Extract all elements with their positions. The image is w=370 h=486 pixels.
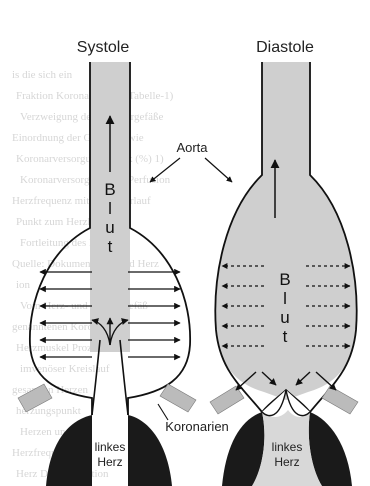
background-text-line: Quelle: Dokumentation und Herz xyxy=(12,258,159,270)
systole-blut-l: l xyxy=(108,199,112,218)
diastole-blood-fill xyxy=(215,62,356,400)
diastole-blut-u: u xyxy=(280,308,289,327)
diastole-blut-l: l xyxy=(283,289,287,308)
koronarien-pointer-left xyxy=(158,404,168,420)
diastole-heart-label-2: Herz xyxy=(274,455,299,469)
diastole-blut-t: t xyxy=(283,327,288,346)
koronarien-label: Koronarien xyxy=(165,419,229,434)
diastole-blut-b: B xyxy=(279,270,290,289)
diastole-heart-label-1: linkes xyxy=(272,440,303,454)
diastole-coronary-right xyxy=(322,386,358,414)
systole-blut-b: B xyxy=(104,180,115,199)
systole-heart-label-2: Herz xyxy=(97,455,122,469)
background-text-line: ion xyxy=(16,279,31,291)
aorta-label: Aorta xyxy=(176,140,208,155)
systole-blut-u: u xyxy=(105,218,114,237)
diastole-title: Diastole xyxy=(256,39,314,56)
systole-blut-t: t xyxy=(108,237,113,256)
systole-coronary-right xyxy=(160,384,196,412)
systole-title: Systole xyxy=(77,39,130,56)
aorta-pointer-right xyxy=(205,158,232,182)
background-text-line: is die sich ein xyxy=(12,69,73,81)
systole-heart-label-1: linkes xyxy=(95,440,126,454)
diastole-coronary-left xyxy=(210,386,244,414)
